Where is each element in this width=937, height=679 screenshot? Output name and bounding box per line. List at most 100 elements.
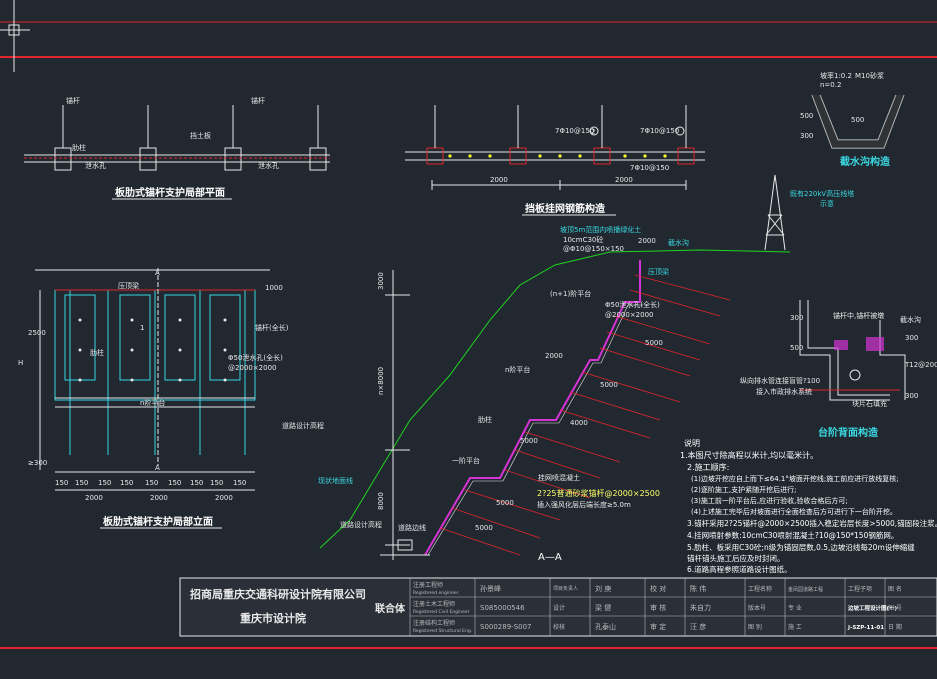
notes-heading: 说明 xyxy=(684,438,700,448)
step-top-note: 锚杆中,锚杆被墩 xyxy=(833,311,884,320)
plan-partial-view: 锚杆 锚杆 肋柱 泄水孔 挡土板 泄水孔 板肋式锚杆支护局部平面 xyxy=(24,96,330,200)
tb-r1c7: 陈 伟 xyxy=(690,584,706,593)
tb-r3c3: 校核 xyxy=(553,623,565,631)
sec-drain-spacing: @2000×2000 xyxy=(605,311,654,319)
section-view: 既有220kV高压线塔 示意 3000 xyxy=(318,174,854,563)
tb-r2c2: S085000546 xyxy=(480,604,525,612)
step-pipe-note2: 接入市政排水系统 xyxy=(756,387,812,396)
company-name-1: 招商局重庆交通科研设计院有限公司 xyxy=(190,587,366,601)
sec-step-n1: (n+1)阶平台 xyxy=(550,289,591,298)
plan-panel-label: 挡土板 xyxy=(190,131,211,140)
sec-anchor-note: 2?25普通砂浆锚杆@2000×2500 xyxy=(537,488,660,498)
sec-step-n: n阶平台 xyxy=(505,365,530,374)
tb-p7: 工程子项 xyxy=(848,585,872,593)
elev-bottom-label: 道路设计高程 xyxy=(282,421,324,430)
note-5: (3)施工前一阶平台后,应进行验收,验收合格后方可; xyxy=(691,496,848,505)
ditch-h1-dim: 300 xyxy=(800,132,813,140)
tb-p5: 专 业 xyxy=(788,604,802,612)
svg-text:2000: 2000 xyxy=(545,352,563,360)
plan-anchor-label: 锚杆 xyxy=(66,96,80,105)
tb-r2c7: 朱自力 xyxy=(690,603,711,612)
elev-drain-label: Φ50泄水孔(全长) xyxy=(228,353,283,362)
step-stone-label: 块片石填充 xyxy=(852,399,887,408)
tb-r3c1: 注册结构工程师 xyxy=(413,619,455,627)
callout-2-label: 2 xyxy=(591,128,595,136)
tb-r3c7: 汪 彦 xyxy=(690,622,706,631)
plan-partial-title: 板肋式锚杆支护局部平面 xyxy=(115,186,225,199)
union-label: 联合体 xyxy=(375,602,406,615)
section-title: A—A xyxy=(538,552,562,563)
sec-ditch-label: 截水沟 xyxy=(668,238,689,247)
tb-p1: 工程名称 xyxy=(748,585,772,593)
note-10: 锚杆锚头施工后应及时封闭。 xyxy=(687,553,785,563)
callout-circle-2b xyxy=(675,126,685,136)
step-dim3: 300 xyxy=(905,334,918,342)
tb-p6v: J-SZP-11-01 xyxy=(847,625,884,631)
rebar-top-left-label: 7Φ10@150 xyxy=(555,127,594,135)
title-block: 招商局重庆交通科研设计院有限公司 重庆市设计院 联合体 注册工程师 Regist… xyxy=(179,577,937,637)
sec-green-line: 现状地面线 xyxy=(318,476,353,485)
sec-len-dims: 2000 2000 5000 5000 4000 5000 5000 5000 xyxy=(475,237,663,532)
tb-p4: 版本号 xyxy=(748,604,766,612)
tb-p1v: 金凤园道路工程 xyxy=(788,586,823,593)
plan-anchor-label-2: 锚杆 xyxy=(251,96,265,105)
tb-r3c1b: Registered Structural Eng. xyxy=(413,628,472,634)
tb-p8: 日 期 xyxy=(888,623,902,631)
tb-r1c6: 校 对 xyxy=(650,584,666,593)
note-1: 1.本图尺寸除高程以米计,均以毫米计。 xyxy=(680,450,818,460)
sec-rib: 肋柱 xyxy=(478,415,492,424)
beam-rebar-title: 挡板挂网钢筋构造 xyxy=(525,202,606,215)
elev-dim-1000: 1000 xyxy=(265,284,283,292)
rebar-bottom-label: 7Φ10@150 xyxy=(630,164,669,172)
ditch-slope1-label: 坡率1:0.2 xyxy=(820,71,852,80)
svg-text:4000: 4000 xyxy=(570,419,588,427)
sec-drain-full: Φ50泄水孔(全长) xyxy=(605,300,660,309)
tb-p6: 图 号 xyxy=(888,605,902,612)
step-ditch-note: 截水沟 xyxy=(900,315,921,324)
step-dim2: 500 xyxy=(790,344,803,352)
svg-text:150: 150 xyxy=(145,479,158,487)
sec-road-edge: 道路边线 xyxy=(398,523,426,532)
svg-text:150: 150 xyxy=(75,479,88,487)
elev-dim-2000-b: 2000 xyxy=(150,494,168,502)
ditch-h2-dim: 500 xyxy=(800,112,813,120)
svg-text:5000: 5000 xyxy=(520,437,538,445)
plan-drain-label: 泄水孔 xyxy=(85,161,106,170)
beam-dim-right: 2000 xyxy=(615,176,633,184)
sec-step-1: 一阶平台 xyxy=(452,456,480,465)
note-8: 4.挂网喷射参数:10cmC30喷射混凝土?10@150*150钢筋网。 xyxy=(687,530,898,540)
svg-text:150: 150 xyxy=(233,479,246,487)
tb-r3c6: 审 定 xyxy=(650,622,666,631)
sec-top-note1: 坡顶5m范围内喷播绿化土 xyxy=(560,225,641,234)
tb-r2c1: 注册土木工程师 xyxy=(413,600,455,608)
note-9: 5.肋柱、板采用C30砼;n级为锚固层数,0.5,边坡沿线每20m设伸缩缝 xyxy=(687,542,915,552)
tb-r2c6: 审 核 xyxy=(650,603,666,612)
note-4: (2)逐阶施工,支护紧随开挖后进行; xyxy=(691,485,797,494)
tb-p3v: 边坡工程设计图(一) xyxy=(847,604,898,612)
elevation-title: 板肋式锚杆支护局部立面 xyxy=(103,515,213,528)
vdim-n8000: n×8000 xyxy=(377,367,385,395)
step-pipe-note: 纵向排水管连接盲管?100 xyxy=(740,376,820,385)
beam-rebar-view: 7Φ10@150 7Φ10@150 7Φ10@150 2 2000 2000 挡… xyxy=(405,105,705,216)
tb-r1c1: 注册工程师 xyxy=(413,581,443,589)
tb-p9v: 施 工 xyxy=(788,623,802,631)
drain-ditch-view: 坡率1:0.2 n=0.2 M10砂浆 500 300 500 截水沟构造 xyxy=(800,71,905,168)
elevation-view: 压顶梁 1000 锚杆(全长) 肋柱 Φ50泄水孔(全长) @2000×2000… xyxy=(18,268,324,529)
tb-r1c2: 孙景峰 xyxy=(480,584,501,593)
elev-step-label: n阶平台 xyxy=(140,398,165,407)
tb-r2c5: 梁 健 xyxy=(595,603,611,612)
tb-p9: 图 别 xyxy=(748,623,762,631)
ditch-slope2-label: n=0.2 xyxy=(820,81,841,89)
step-detail-view: 锚杆中,锚杆被墩 截水沟 纵向排水管连接盲管?100 接入市政排水系统 T12@… xyxy=(740,300,937,439)
ditch-width-dim: 500 xyxy=(851,116,864,124)
step-dim1: 300 xyxy=(790,314,803,322)
svg-text:5000: 5000 xyxy=(475,524,493,532)
vdim-3000: 3000 xyxy=(377,272,385,290)
note-3: (1)边坡开挖应自上而下≤64.1°坡面开挖线;施工前应进行放线复核; xyxy=(691,474,899,483)
svg-text:5000: 5000 xyxy=(645,339,663,347)
elev-dim-2000-c: 2000 xyxy=(215,494,233,502)
sec-top-note3: @Φ10@150×150 xyxy=(563,245,624,253)
drain-ditch-title: 截水沟构造 xyxy=(840,155,891,168)
